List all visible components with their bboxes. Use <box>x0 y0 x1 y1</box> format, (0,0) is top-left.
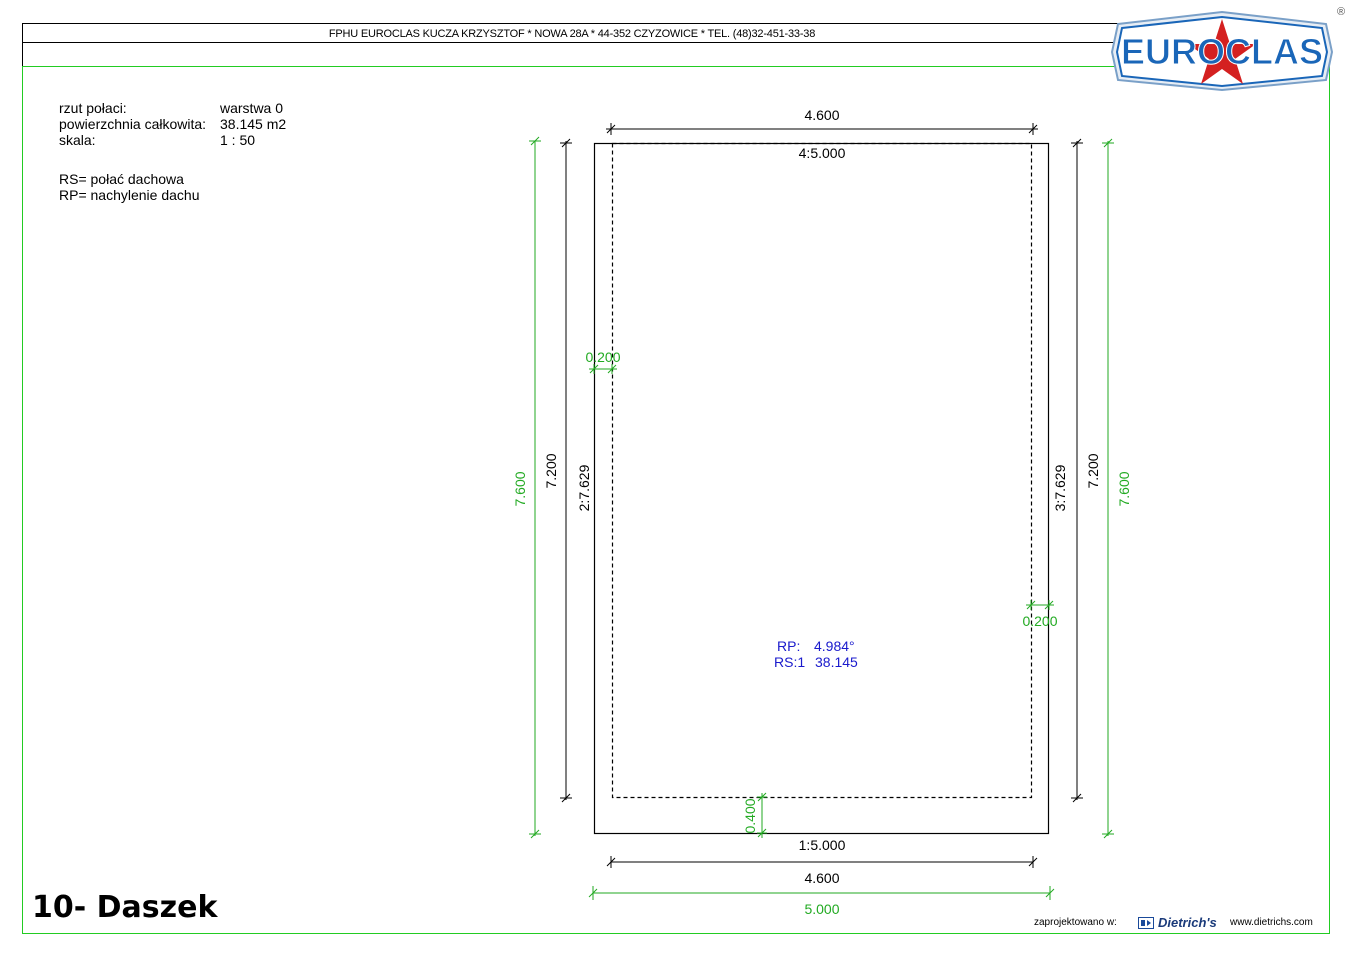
legend-block: RS= połać dachowa RP= nachylenie dachu <box>59 171 359 205</box>
logo-text: EUROCLAS <box>1121 31 1323 72</box>
dim-left-inner <box>560 138 572 803</box>
edge-bottom-label: 1:5.000 <box>799 837 846 853</box>
dim-right-inner-label: 7.200 <box>1085 453 1101 488</box>
drawing-frame <box>22 66 1330 934</box>
company-header: FPHU EUROCLAS KUCZA KRZYSZTOF * NOWA 28A… <box>328 28 816 40</box>
dim-top-label: 4.600 <box>804 107 839 123</box>
footer-brand: Dietrich's <box>1158 915 1217 930</box>
dim-bottom-outer-label: 5.000 <box>804 901 839 917</box>
dim-right-outer <box>1102 138 1114 839</box>
dim-left-inner-label: 7.200 <box>543 453 559 488</box>
dim-bottom-offset <box>757 792 767 838</box>
info-value-area: 38.145 m2 <box>220 116 287 132</box>
info-label-scale: skala: <box>59 132 96 148</box>
registered-mark: ® <box>1337 6 1346 18</box>
rp-value: 4.984° <box>814 638 855 654</box>
dim-right-outer-label: 7.600 <box>1116 471 1132 506</box>
dim-bottom-offset-label: 0.400 <box>742 798 758 833</box>
dim-left-outer <box>529 136 541 839</box>
header-frame <box>22 23 1122 43</box>
rs-label: RS:1 <box>774 654 805 670</box>
info-value-layer: warstwa 0 <box>220 100 284 116</box>
edge-left-label: 2:7.629 <box>576 464 592 511</box>
footer-designed-in: zaprojektowano w: <box>1034 917 1117 928</box>
dim-left-offset <box>589 364 617 374</box>
info-label-layer: rzut połaci: <box>59 100 127 116</box>
page-title: 10- Daszek <box>32 890 218 925</box>
edge-right-label: 3:7.629 <box>1052 464 1068 511</box>
dim-right-inner <box>1071 138 1083 803</box>
dim-bottom-inner-label: 4.600 <box>804 870 839 886</box>
legend-rs: RS= połać dachowa <box>59 171 184 187</box>
dietrichs-logo-icon <box>1138 917 1154 929</box>
euroclas-logo: EUROCLAS <box>1110 10 1334 92</box>
info-value-scale: 1 : 50 <box>220 132 256 148</box>
dim-left-outer-label: 7.600 <box>512 471 528 506</box>
dim-bottom-inner <box>606 856 1038 868</box>
info-label-area: powierzchnia całkowita: <box>59 116 207 132</box>
footer-url[interactable]: www.dietrichs.com <box>1230 917 1313 928</box>
rp-label: RP: <box>777 638 800 654</box>
dim-right-offset <box>1026 600 1054 610</box>
legend-rp: RP= nachylenie dachu <box>59 187 200 203</box>
header-frame-left <box>22 43 23 66</box>
dim-left-offset-label: 0.200 <box>585 349 620 365</box>
edge-top-label: 4:5.000 <box>799 145 846 161</box>
dim-bottom-outer <box>588 886 1055 900</box>
info-block: rzut połaci: warstwa 0 powierzchnia całk… <box>59 100 359 150</box>
star-icon <box>1188 19 1256 84</box>
roof-outline <box>593 142 1050 835</box>
rs-value: 38.145 <box>815 654 858 670</box>
roof-inner-dashed <box>611 142 1033 799</box>
dim-top <box>606 123 1038 135</box>
dim-right-offset-label: 0.200 <box>1022 613 1057 629</box>
